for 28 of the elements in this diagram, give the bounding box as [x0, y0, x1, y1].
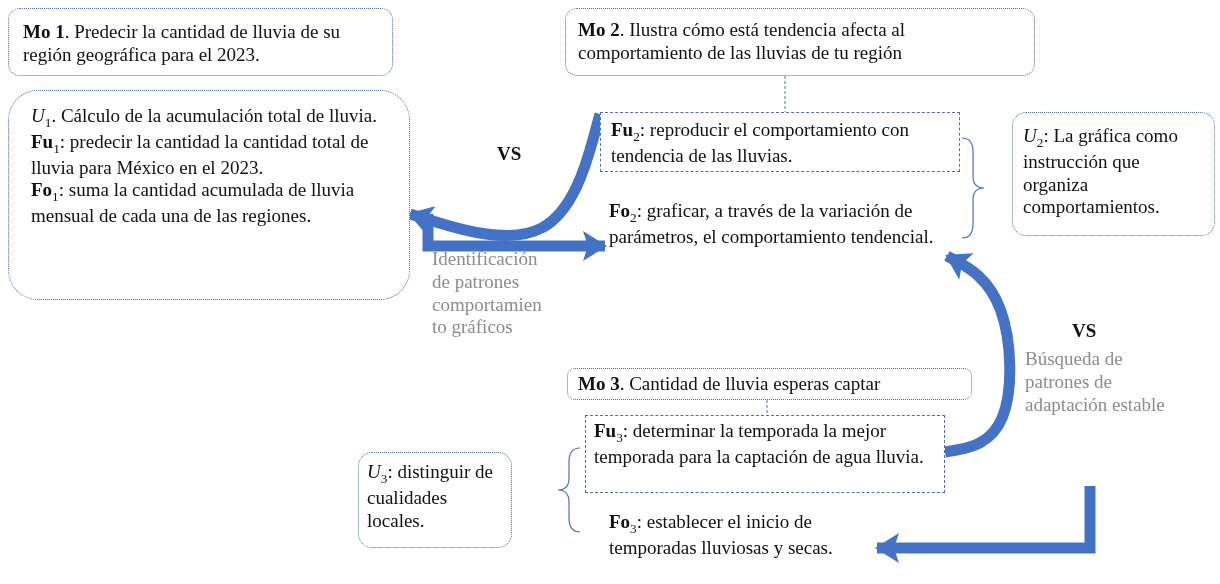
rounded-text-box [8, 90, 410, 300]
body-text: Fu$_{3}$: determinar la temporada la mejor temporada para la captación de agua lluvia. [594, 420, 925, 469]
rounded-text-box [567, 368, 972, 400]
dashed-connector [766, 399, 768, 416]
dashed-text-box [585, 415, 945, 493]
body-text: Fo$_{2}$: graficar, a través de la variación de parámetros, el comportamiento tendencial. [609, 200, 935, 249]
annotation-text: Búsqueda de patrones de adaptación estable [1025, 348, 1166, 417]
body-text: Mo 1. Predecir la cantidad de lluvia de su región geográfica para el 2023. [23, 21, 342, 67]
rounded-text-box [565, 8, 1035, 76]
block-arrow [422, 214, 607, 261]
rounded-text-box [358, 452, 512, 548]
body-text: Fu$_{2}$: reproducir el comportamiento con tendencia de las lluvias. [611, 119, 910, 168]
dashed-text-box [600, 112, 960, 172]
body-text: Fo$_{3}$: establecer el inicio de temporadas lluviosas y secas. [609, 511, 834, 560]
vs-label: VS [497, 143, 523, 166]
body-text: Fo$_{1}$: suma la cantidad acumulada de lluvia mensual de cada una de las regiones. [31, 179, 356, 228]
vs-label: VS [1072, 320, 1098, 343]
block-arrow [944, 251, 1016, 458]
rounded-text-box [8, 8, 393, 76]
body-text: U$_{2}$: La gráfica como instrucción que organiza comportamientos. [1023, 125, 1179, 220]
block-arrow [875, 486, 1096, 563]
body-text: Fu$_{1}$: predecir la cantidad la cantidad total de lluvia para México en el 2023. [31, 130, 370, 180]
annotation-text: Identificación de patrones comportamien to gráficos [432, 248, 543, 340]
body-text: Mo 3. Cantidad de lluvia esperas captar [578, 373, 882, 396]
rounded-text-box [1012, 112, 1215, 236]
body-text: U$_{1}$. Cálculo de la acumulación total de lluvia. [31, 105, 378, 131]
body-text: Mo 2. Ilustra cómo está tendencia afecta al comportamiento de las lluvias de tu región [578, 19, 907, 65]
body-text: U$_{3}$: distinguir de cualidades locales. [367, 461, 494, 533]
